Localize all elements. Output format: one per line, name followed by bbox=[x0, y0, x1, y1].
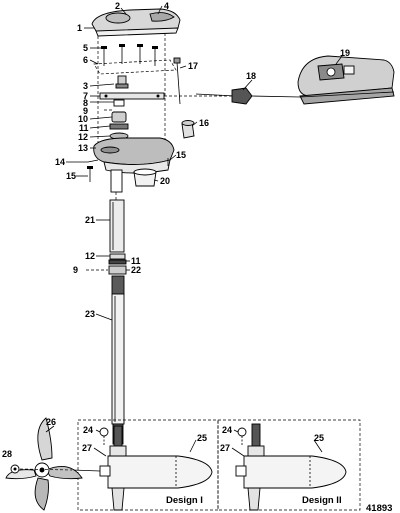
strain-relief-cable bbox=[195, 87, 301, 105]
callout-5: 5 bbox=[83, 43, 88, 53]
callout-25a: 25 bbox=[197, 433, 207, 443]
figure-number: 41893 bbox=[366, 503, 392, 513]
design-1-label: Design I bbox=[166, 495, 203, 506]
callout-19: 19 bbox=[340, 48, 350, 58]
callout-10: 10 bbox=[78, 114, 88, 124]
connector bbox=[181, 120, 195, 139]
callout-21: 21 bbox=[85, 215, 95, 225]
callout-15a: 15 bbox=[66, 171, 76, 181]
callout-17: 17 bbox=[188, 61, 198, 71]
screws bbox=[101, 44, 158, 66]
callout-14: 14 bbox=[55, 157, 65, 167]
callout-15b: 15 bbox=[176, 150, 186, 160]
control-knob bbox=[115, 75, 129, 89]
callout-1: 1 bbox=[77, 23, 82, 33]
callout-9b: 9 bbox=[73, 265, 78, 275]
leader-lines bbox=[45, 5, 343, 457]
callout-7: 7 bbox=[83, 91, 88, 101]
trolling-motor-design-2 bbox=[235, 423, 347, 511]
callout-27a: 27 bbox=[82, 443, 92, 453]
design-2-label: Design II bbox=[302, 495, 342, 506]
callout-18: 18 bbox=[246, 71, 256, 81]
lower-housing bbox=[93, 137, 175, 174]
foot-pedal bbox=[297, 55, 395, 105]
callout-8: 8 bbox=[83, 98, 88, 108]
stacked-small-parts bbox=[104, 99, 129, 140]
trolling-motor-design-1 bbox=[71, 425, 213, 511]
tie-strap bbox=[173, 57, 181, 105]
collar bbox=[133, 168, 157, 187]
callout-16: 16 bbox=[199, 118, 209, 128]
propeller bbox=[5, 417, 83, 511]
callout-4: 4 bbox=[164, 1, 169, 11]
switch-plate bbox=[99, 92, 165, 100]
callout-11a: 11 bbox=[79, 123, 89, 133]
head-cover-assembly bbox=[91, 8, 181, 37]
callout-27b: 27 bbox=[220, 443, 230, 453]
callout-24b: 24 bbox=[222, 425, 232, 435]
callout-12b: 12 bbox=[85, 251, 95, 261]
callout-13: 13 bbox=[78, 143, 88, 153]
design-2-frame bbox=[217, 419, 361, 511]
callout-24a: 24 bbox=[83, 425, 93, 435]
callout-12a: 12 bbox=[78, 132, 88, 142]
callout-2: 2 bbox=[115, 1, 120, 11]
callout-26: 26 bbox=[46, 417, 56, 427]
callout-3: 3 bbox=[83, 81, 88, 91]
main-shaft bbox=[111, 275, 125, 445]
callout-9a: 9 bbox=[83, 106, 88, 116]
callout-23: 23 bbox=[85, 309, 95, 319]
design-1-frame bbox=[77, 419, 219, 511]
callout-25b: 25 bbox=[314, 433, 324, 443]
callout-28: 28 bbox=[2, 449, 12, 459]
callout-6: 6 bbox=[83, 55, 88, 65]
callout-20: 20 bbox=[160, 176, 170, 186]
callout-11b: 11 bbox=[131, 256, 141, 266]
callout-22: 22 bbox=[131, 265, 141, 275]
callouts: 1 2 4 5 6 3 7 8 9 10 11 12 13 14 15 15 1… bbox=[2, 1, 350, 459]
